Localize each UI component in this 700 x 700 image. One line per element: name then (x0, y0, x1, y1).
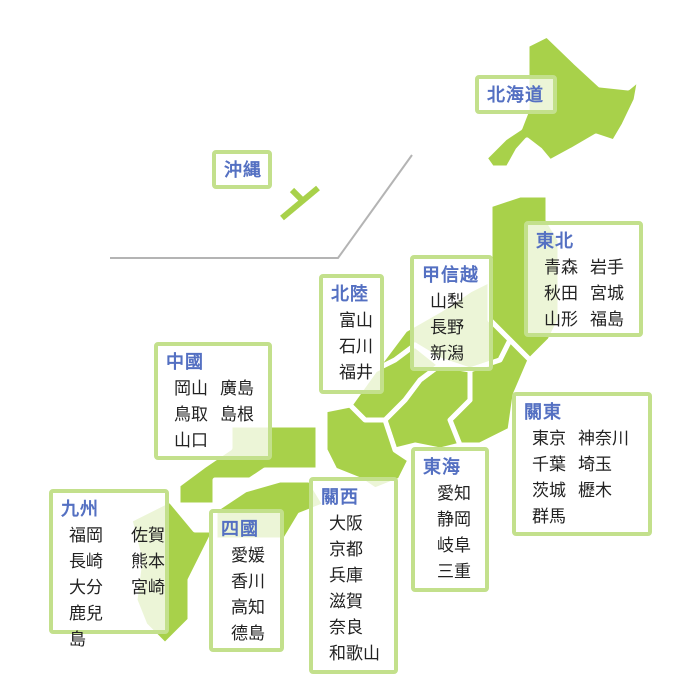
region-chugoku[interactable]: 中國 岡山 廣島 鳥取 島根 山口 (154, 342, 272, 460)
region-okinawa[interactable]: 沖縄 (212, 150, 272, 189)
region-hokuriku[interactable]: 北陸 富山 石川 福井 (319, 274, 384, 394)
prefecture[interactable]: 香川 (231, 572, 265, 592)
prefecture[interactable]: 長崎 (69, 552, 103, 572)
region-tokai[interactable]: 東海 愛知 静岡 岐阜 三重 (411, 447, 489, 592)
prefecture[interactable]: 福島 (590, 310, 624, 330)
region-tohoku[interactable]: 東北 青森 岩手 秋田 宮城 山形 福島 (524, 221, 643, 337)
prefecture[interactable]: 奈良 (329, 618, 363, 638)
prefecture[interactable]: 岩手 (590, 258, 624, 278)
prefecture[interactable]: 佐賀 (131, 526, 165, 546)
region-title: 北陸 (331, 284, 369, 305)
region-hokkaido[interactable]: 北海道 (475, 75, 557, 114)
prefecture[interactable]: 熊本 (131, 552, 165, 572)
prefecture[interactable]: 和歌山 (329, 644, 380, 664)
prefecture[interactable]: 新潟 (430, 344, 464, 364)
prefecture[interactable]: 秋田 (544, 284, 578, 304)
prefecture[interactable]: 静岡 (437, 510, 471, 530)
okinawa-divider-line (110, 154, 413, 259)
region-title: 九州 (61, 499, 99, 520)
okinawa-shape[interactable] (280, 185, 320, 221)
prefecture[interactable]: 宮城 (590, 284, 624, 304)
prefecture[interactable]: 群馬 (532, 507, 566, 527)
region-kansai[interactable]: 關西 大阪 京都 兵庫 滋賀 奈良 和歌山 (309, 477, 398, 674)
region-title: 北海道 (487, 85, 544, 106)
prefecture[interactable]: 滋賀 (329, 592, 363, 612)
prefecture[interactable]: 山梨 (430, 292, 464, 312)
prefecture[interactable]: 岐阜 (437, 536, 471, 556)
region-title: 關東 (524, 402, 562, 423)
region-koshinetsu[interactable]: 甲信越 山梨 長野 新潟 (410, 255, 493, 371)
kansai-shape[interactable] (322, 402, 413, 493)
region-title: 東海 (423, 457, 461, 478)
prefecture[interactable]: 富山 (339, 311, 373, 331)
prefecture[interactable]: 岡山 (174, 379, 208, 399)
prefecture[interactable]: 高知 (231, 598, 265, 618)
prefecture[interactable]: 福岡 (69, 526, 103, 546)
prefecture[interactable]: 茨城 (532, 481, 566, 501)
region-kyushu[interactable]: 九州 福岡 佐賀 長崎 熊本 大分 宮崎 鹿兒島 (49, 489, 169, 650)
region-title: 沖縄 (224, 160, 262, 181)
prefecture[interactable]: 兵庫 (329, 566, 363, 586)
region-title: 東北 (536, 231, 574, 252)
region-title: 四國 (221, 519, 259, 540)
prefecture[interactable]: 埼玉 (578, 455, 612, 475)
prefecture[interactable]: 京都 (329, 540, 363, 560)
region-title: 關西 (321, 487, 359, 508)
prefecture[interactable]: 福井 (339, 363, 373, 383)
chugoku-shape[interactable] (175, 422, 321, 508)
prefecture[interactable]: 鳥取 (174, 405, 208, 425)
region-title: 中國 (166, 352, 204, 373)
prefecture[interactable]: 廣島 (220, 379, 254, 399)
prefecture[interactable]: 千葉 (532, 455, 566, 475)
prefecture[interactable]: 櫪木 (578, 481, 612, 501)
prefecture[interactable]: 山口 (174, 431, 208, 451)
prefecture[interactable]: 德島 (231, 624, 265, 644)
prefecture[interactable]: 宮崎 (131, 578, 165, 598)
region-title: 甲信越 (422, 265, 479, 286)
prefecture[interactable]: 三重 (437, 562, 471, 582)
region-shikoku[interactable]: 四國 愛媛 香川 高知 德島 (209, 509, 284, 652)
prefecture[interactable]: 青森 (544, 258, 578, 278)
prefecture[interactable]: 島根 (220, 405, 254, 425)
prefecture[interactable]: 愛知 (437, 484, 471, 504)
prefecture[interactable]: 石川 (339, 337, 373, 357)
prefecture[interactable]: 鹿兒島 (69, 604, 103, 650)
prefecture[interactable]: 大分 (69, 578, 103, 598)
prefecture[interactable]: 大阪 (329, 514, 363, 534)
prefecture[interactable]: 愛媛 (231, 546, 265, 566)
hokkaido-shape[interactable] (482, 32, 643, 171)
prefecture[interactable]: 長野 (430, 318, 464, 338)
prefecture[interactable]: 神奈川 (578, 429, 629, 449)
region-kanto[interactable]: 關東 東京 神奈川 千葉 埼玉 茨城 櫪木 群馬 (512, 392, 652, 536)
prefecture[interactable]: 山形 (544, 310, 578, 330)
prefecture[interactable]: 東京 (532, 429, 566, 449)
